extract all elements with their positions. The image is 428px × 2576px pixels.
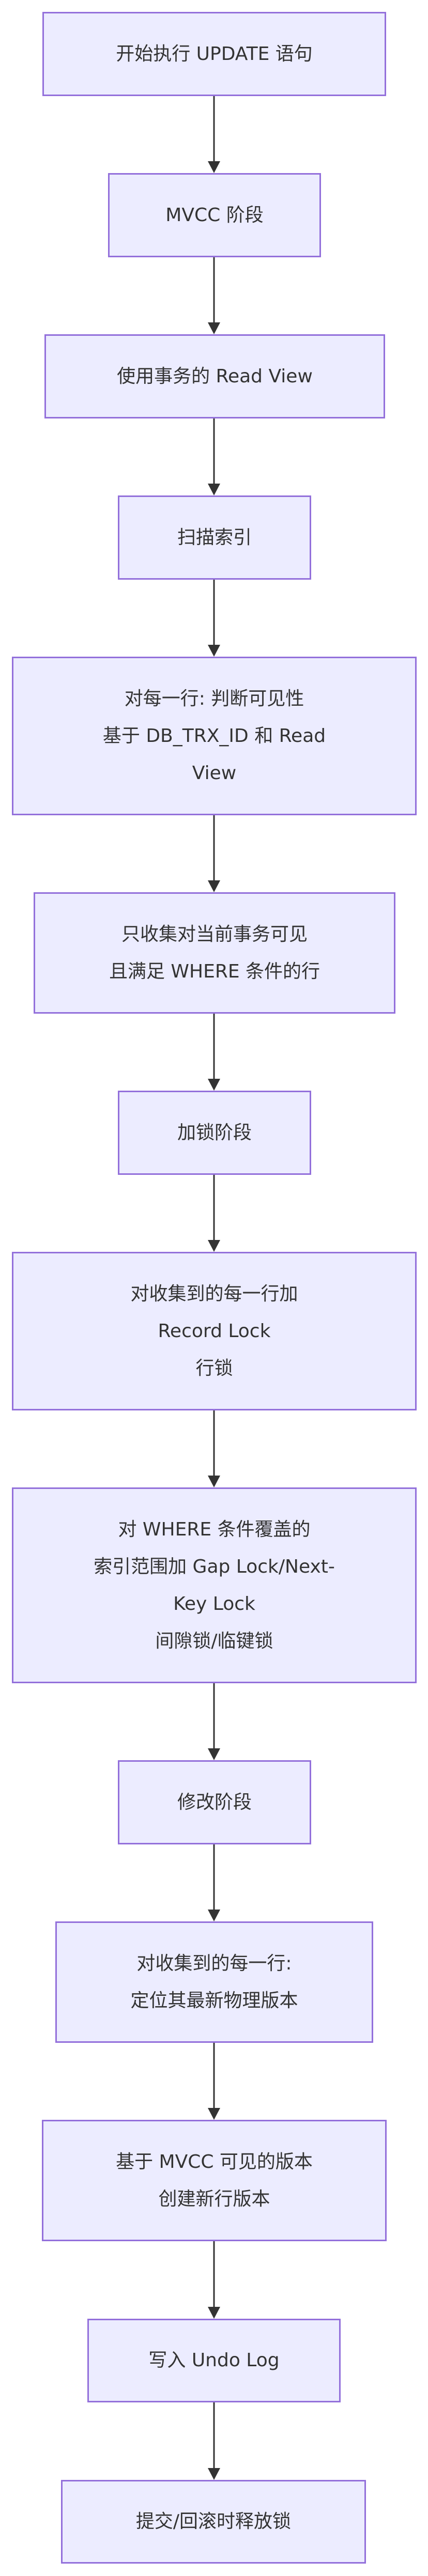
gap-next-key-lock-node: 对 WHERE 条件覆盖的索引范围加 Gap Lock/Next- Key Loc… [12, 1487, 417, 1683]
edge-arrow [208, 2043, 220, 2120]
edge-arrow [208, 1683, 220, 1760]
arrowhead-icon [208, 2307, 220, 2319]
node-label: 写入 Undo Log [148, 2342, 279, 2379]
node-label-line: 对每一行: 判断可见性 [124, 688, 304, 709]
arrowhead-icon [208, 2108, 220, 2120]
node-label: 开始执行 UPDATE 语句 [116, 36, 313, 73]
node-label: 对 WHERE 条件覆盖的索引范围加 Gap Lock/Next- Key Loc… [94, 1511, 335, 1660]
arrowhead-icon [208, 161, 220, 173]
locate-latest-version-node: 对收集到的每一行: 定位其最新物理版本 [55, 1921, 373, 2043]
node-label: MVCC 阶段 [165, 197, 263, 234]
record-lock-node: 对收集到的每一行加 Record Lock 行锁 [12, 1252, 417, 1410]
node-label-line: View [192, 762, 237, 784]
use-read-view-node: 使用事务的 Read View [44, 334, 385, 418]
edge-arrow [208, 1014, 220, 1091]
node-label-line: 扫描索引 [177, 526, 252, 548]
edge-arrow [208, 1410, 220, 1487]
arrowhead-icon [208, 880, 220, 892]
node-label-line: 基于 DB_TRX_ID 和 Read [102, 725, 326, 747]
node-label: 对收集到的每一行加 Record Lock 行锁 [130, 1276, 298, 1387]
collect-visible-rows-node: 只收集对当前事务可见且满足 WHERE 条件的行 [34, 892, 395, 1014]
edge-arrow [208, 2402, 220, 2480]
node-label-line: 对收集到的每一行: [136, 1952, 292, 1974]
node-label-line: 修改阶段 [177, 1791, 252, 1813]
scan-index-node: 扫描索引 [118, 495, 311, 580]
arrowhead-icon [208, 1240, 220, 1252]
start-update-node: 开始执行 UPDATE 语句 [42, 12, 386, 96]
edge-arrow [208, 1175, 220, 1252]
node-label-line: 开始执行 UPDATE 语句 [116, 43, 313, 65]
arrowhead-icon [208, 484, 220, 495]
node-label-line: 基于 MVCC 可见的版本 [116, 2151, 313, 2172]
node-label: 基于 MVCC 可见的版本创建新行版本 [116, 2144, 313, 2218]
arrowhead-icon [208, 1748, 220, 1760]
node-label: 提交/回滚时释放锁 [136, 2503, 291, 2540]
node-label-line: 使用事务的 Read View [117, 365, 313, 387]
node-label-line: 提交/回滚时释放锁 [135, 2511, 292, 2532]
edge-arrow [208, 418, 220, 495]
node-label-line: 且满足 WHERE 条件的行 [109, 960, 320, 982]
modify-phase-node: 修改阶段 [118, 1760, 311, 1844]
create-new-version-node: 基于 MVCC 可见的版本创建新行版本 [42, 2120, 387, 2241]
node-label-line: 定位其最新物理版本 [130, 1990, 298, 2011]
node-label-line: 间隙锁/临键锁 [155, 1630, 273, 1652]
node-label-line: 创建新行版本 [158, 2188, 270, 2210]
arrowhead-icon [208, 645, 220, 657]
node-label-line: 只收集对当前事务可见 [121, 923, 308, 945]
edge-arrow [208, 257, 220, 334]
node-label: 对收集到的每一行: 定位其最新物理版本 [130, 1945, 298, 2020]
release-locks-node: 提交/回滚时释放锁 [61, 2480, 366, 2564]
node-label-line: MVCC 阶段 [165, 204, 264, 226]
node-label: 只收集对当前事务可见且满足 WHERE 条件的行 [109, 916, 320, 990]
arrowhead-icon [208, 1079, 220, 1091]
edge-arrow [208, 815, 220, 892]
write-undo-log-node: 写入 Undo Log [87, 2319, 341, 2402]
node-label-line: Key Lock [173, 1593, 255, 1615]
edge-arrow [208, 1844, 220, 1921]
edge-arrow [208, 2241, 220, 2319]
node-label: 修改阶段 [177, 1784, 252, 1821]
node-label-line: 加锁阶段 [177, 1122, 252, 1143]
node-label-line: 索引范围加 Gap Lock/Next- [94, 1556, 335, 1577]
edge-arrow [208, 580, 220, 657]
edge-arrow [208, 96, 220, 173]
node-label-line: Record Lock [158, 1320, 271, 1342]
node-label-line: 对 WHERE 条件覆盖的 [118, 1518, 311, 1540]
node-label: 加锁阶段 [177, 1114, 252, 1152]
arrowhead-icon [208, 1476, 220, 1487]
node-label-line: 行锁 [195, 1357, 233, 1379]
arrowhead-icon [208, 1910, 220, 1921]
node-label: 使用事务的 Read View [117, 358, 313, 395]
arrowhead-icon [208, 2468, 220, 2480]
node-label: 扫描索引 [177, 519, 252, 556]
node-label-line: 对收集到的每一行加 [130, 1283, 298, 1305]
arrowhead-icon [208, 322, 220, 334]
node-label-line: 写入 Undo Log [148, 2350, 280, 2371]
mvcc-phase-node: MVCC 阶段 [108, 173, 321, 257]
locking-phase-node: 加锁阶段 [118, 1091, 311, 1175]
